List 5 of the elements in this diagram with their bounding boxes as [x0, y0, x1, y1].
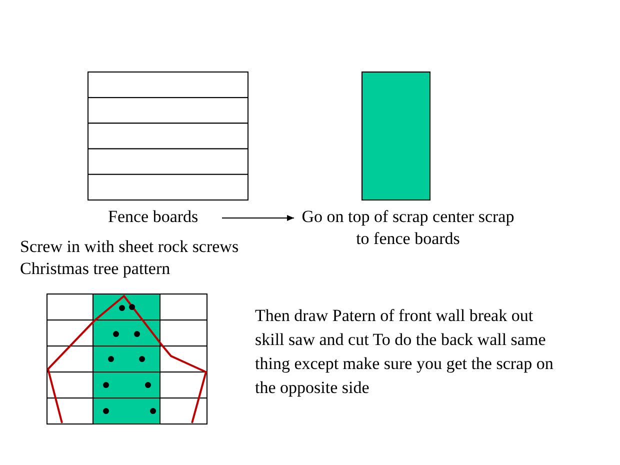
step-text: Fence boards: [108, 206, 218, 228]
step-text: Go on top of scrap center scrap to fence boards: [296, 206, 520, 250]
instruction-paragraph: Then draw Patern of front wall break out skill saw and cut To do the back wall same thing except make sure you get the scrap on the opposite side: [255, 305, 554, 399]
arrow: [222, 215, 294, 221]
instruction-text: Screw in with sheet rock screws Christmas tree pattern: [20, 236, 240, 280]
